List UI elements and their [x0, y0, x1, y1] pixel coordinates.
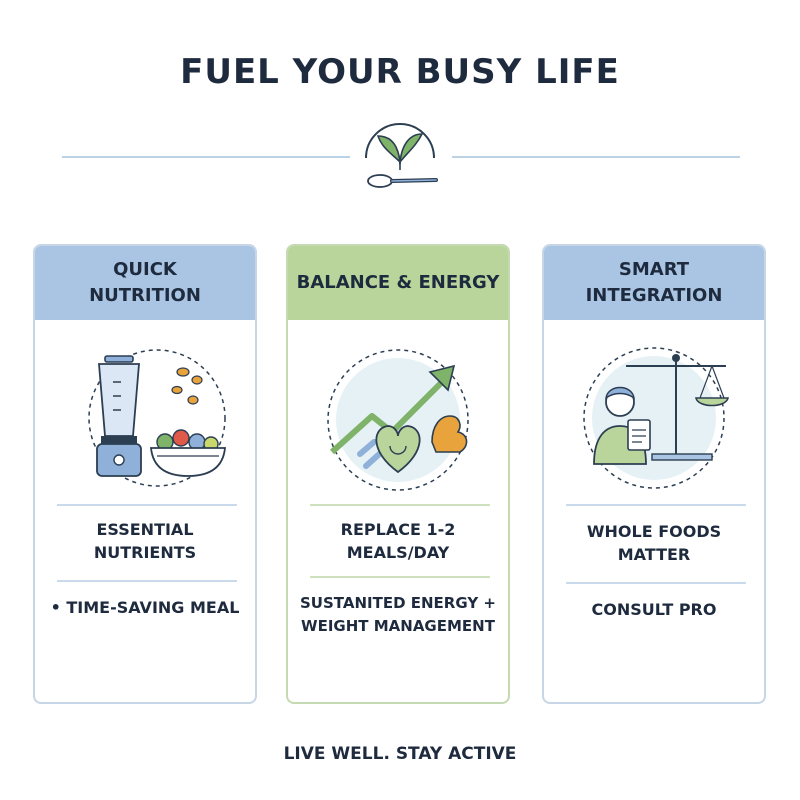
blender-and-fruit-bowl-icon: [88, 349, 226, 487]
leaf-spoon-icon: [365, 123, 438, 188]
card-heading: BALANCE & ENERGY: [288, 246, 508, 320]
divider-left: [62, 156, 350, 158]
card-divider: [57, 504, 237, 506]
card-divider: [566, 504, 746, 506]
divider-right: [452, 156, 740, 158]
card-divider: [310, 504, 490, 506]
card-heading: QUICK NUTRITION: [35, 246, 255, 320]
card-item: WHOLE FOODS MATTER: [586, 522, 722, 564]
card-balance-energy: BALANCE & ENERGY REPLACE 1-2 MEALS/DAY S…: [286, 244, 510, 704]
card-divider: [57, 580, 237, 582]
page-title: FUEL YOUR BUSY LIFE: [180, 52, 620, 92]
card-divider: [566, 582, 746, 584]
card-item: CONSULT PRO: [591, 600, 717, 619]
card-item: REPLACE 1-2 MEALS/DAY: [340, 520, 456, 562]
footer-tagline: LIVE WELL. STAY ACTIVE: [283, 744, 517, 764]
card-heading: SMART INTEGRATION: [544, 246, 764, 320]
card-divider: [310, 576, 490, 578]
card-smart-integration: SMART INTEGRATION WHOLE FOODS MATTER CON…: [542, 244, 766, 704]
card-item: ESSENTIAL NUTRIENTS: [93, 520, 197, 562]
card-item: • TIME-SAVING MEAL: [50, 598, 240, 617]
card-item: SUSTANITED ENERGY + WEIGHT MANAGEMENT: [300, 594, 496, 635]
rising-arrow-heart-flexed-arm-icon: [327, 349, 469, 491]
person-with-scale-and-clipboard-icon: [583, 347, 729, 489]
card-quick-nutrition: QUICK NUTRITION ESSENTIAL NUTRIENTS • TI…: [33, 244, 257, 704]
